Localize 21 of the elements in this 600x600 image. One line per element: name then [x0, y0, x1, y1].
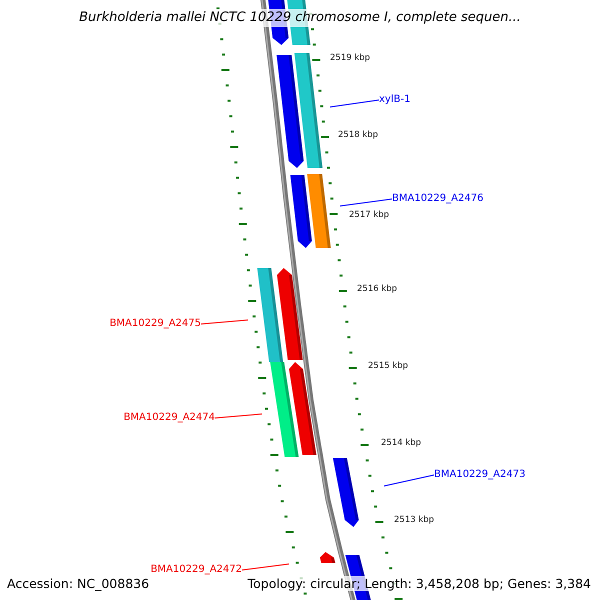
gene-label: BMA10229_A2476 — [392, 193, 484, 205]
scale-label: 2514 kbp — [381, 438, 422, 448]
leader-line — [340, 198, 392, 206]
accession-label: Accession: NC_008836 — [7, 576, 150, 591]
scale-label: 2517 kbp — [349, 210, 390, 220]
scale-label: 2518 kbp — [338, 130, 378, 140]
leader-line — [242, 564, 290, 570]
leader-line — [200, 320, 248, 324]
gene-label: BMA10229_A2472 — [150, 564, 242, 576]
scale-label: 2515 kbp — [368, 361, 408, 371]
gene-label: xylB-1 — [379, 94, 410, 106]
leader-line — [384, 474, 434, 486]
gene-label: BMA10229_A2473 — [434, 469, 526, 481]
scale-label: 2516 kbp — [357, 284, 398, 294]
genome-info-label: Topology: circular; Length: 3,458,208 bp; Genes: 3,384 — [248, 576, 591, 591]
scale-label: 2513 kbp — [394, 515, 434, 525]
leader-line — [214, 414, 262, 418]
gene-label: BMA10229_A2474 — [124, 412, 215, 424]
leader-line — [330, 100, 380, 108]
scale-label: 2519 kbp — [330, 53, 370, 63]
gene-label: BMA10229_A2475 — [110, 318, 201, 330]
